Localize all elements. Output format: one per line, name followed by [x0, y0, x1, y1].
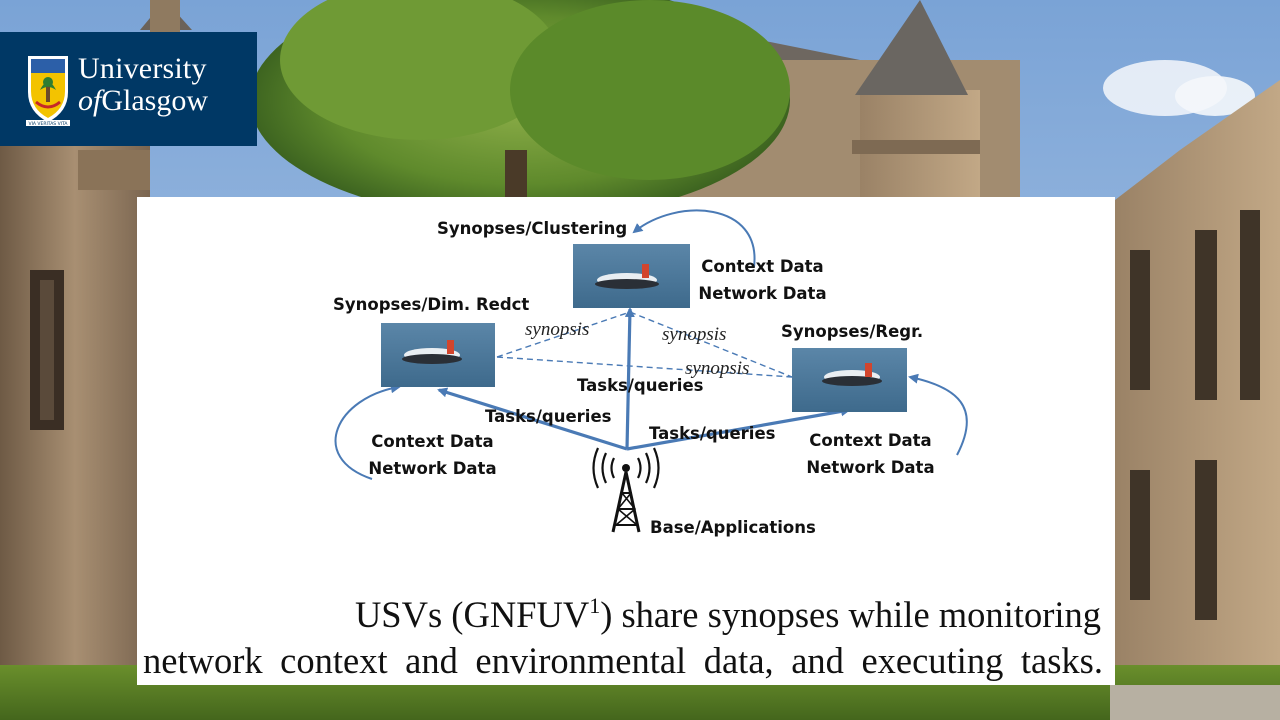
left-node-title: Synopses/Dim. Redct — [333, 295, 530, 314]
caption-line-1-start: USVs (GNFUV — [354, 594, 590, 635]
loop-arrow-left — [334, 383, 401, 480]
base-station-tower-icon — [592, 447, 660, 533]
caption-line-1: USVs (GNFUV1) share synopses while monit… — [143, 592, 1103, 638]
logo-line-university: University — [78, 52, 207, 85]
usv-photo-right — [792, 348, 907, 412]
diagram-panel: Synopses/Clustering Context Data Network… — [137, 197, 1115, 685]
loop-arrow-top — [632, 209, 756, 268]
caption-footnote-marker: 1 — [589, 593, 601, 618]
caption-line-2: network context and environmental data, … — [143, 640, 1103, 681]
usv-photo-left — [381, 323, 495, 387]
top-node-title: Synopses/Clustering — [437, 219, 628, 238]
synopsis-label-top: synopsis — [662, 324, 727, 345]
university-crest-icon: VIA VERITAS VITA — [26, 56, 70, 126]
tasks-label-right: Tasks/queries — [649, 424, 776, 443]
right-node-network-label: Network Data — [806, 458, 935, 477]
tasks-label-center: Tasks/queries — [577, 376, 704, 395]
logo-line-of-glasgow: ofGlasgow — [78, 86, 208, 116]
svg-text:VIA VERITAS VITA: VIA VERITAS VITA — [29, 121, 69, 126]
task-arrow-to-top — [624, 307, 635, 450]
left-node-context-label: Context Data — [371, 432, 494, 451]
slide-caption: USVs (GNFUV1) share synopses while monit… — [143, 592, 1103, 684]
logo-of: of — [78, 84, 102, 117]
caption-line-1-end: ) share synopses while monitoring — [600, 594, 1101, 635]
right-node-context-label: Context Data — [809, 431, 932, 450]
loop-arrow-right — [908, 373, 968, 456]
synopsis-link-left-top — [496, 311, 631, 358]
synopsis-label-bottom: synopsis — [685, 358, 750, 379]
top-node-network-label: Network Data — [698, 284, 827, 303]
logo-glasgow: Glasgow — [101, 84, 208, 117]
university-logo: VIA VERITAS VITA University ofGlasgow — [0, 32, 257, 146]
synopsis-link-top-right — [629, 311, 793, 378]
top-node-context-label: Context Data — [701, 257, 824, 276]
base-applications-label: Base/Applications — [650, 518, 816, 537]
synopsis-label-left: synopsis — [525, 319, 590, 340]
task-arrow-to-right — [626, 406, 851, 451]
task-arrow-to-left — [437, 387, 628, 451]
diagram-graphics — [334, 209, 968, 533]
right-node-title: Synopses/Regr. — [781, 322, 924, 341]
left-node-network-label: Network Data — [368, 459, 497, 478]
tasks-label-left: Tasks/queries — [485, 407, 612, 426]
usv-photo-top — [573, 244, 690, 308]
